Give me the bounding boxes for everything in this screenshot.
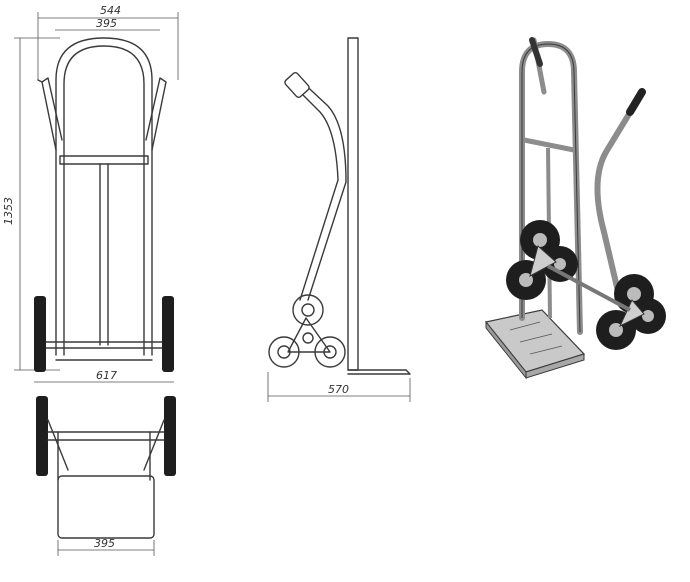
- dim-depth: 570: [328, 383, 349, 396]
- front-left-wheel: [34, 296, 46, 372]
- front-view: 544 395 1353 617: [2, 4, 179, 383]
- dim-height: 1353: [2, 197, 15, 225]
- dim-handle-width: 395: [96, 17, 117, 30]
- top-view-plate: [57, 475, 155, 539]
- left-handle: [41, 77, 63, 151]
- iso-right-wheels: [596, 274, 666, 350]
- side-tri-wheel: [268, 294, 346, 368]
- dim-wheel-track: 617: [96, 369, 117, 382]
- front-right-wheel: [162, 296, 174, 372]
- top-view: 395: [36, 396, 176, 556]
- side-back-post: [347, 37, 359, 371]
- top-right-wheel: [164, 396, 176, 476]
- isometric-view: [484, 37, 666, 380]
- iso-left-wheels: [506, 220, 578, 300]
- top-left-wheel: [36, 396, 48, 476]
- dim-overall-width: 544: [100, 4, 121, 17]
- side-handle-arm: [291, 83, 339, 301]
- front-frame-outer: [55, 37, 153, 356]
- front-frame-inner: [63, 45, 145, 356]
- dim-plate-width: 395: [94, 537, 115, 550]
- iso-right-handle: [594, 93, 643, 303]
- side-view: 570: [267, 37, 411, 402]
- right-handle: [145, 77, 167, 151]
